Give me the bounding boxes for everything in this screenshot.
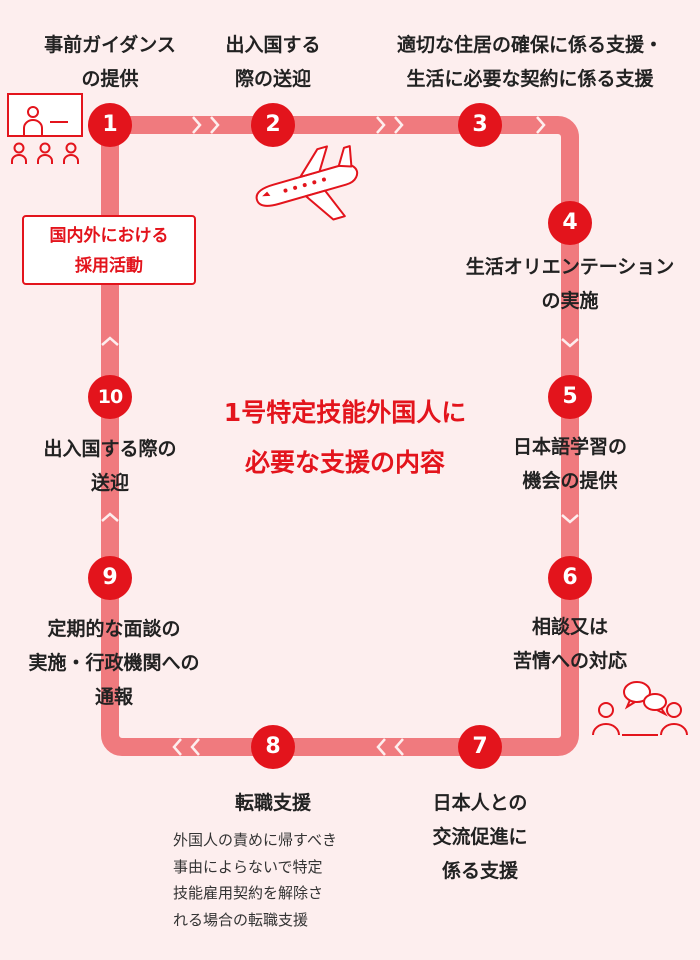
center-title: 1号特定技能外国人に 必要な支援の内容 bbox=[150, 388, 540, 488]
step-8-description: 外国人の責めに帰すべき 事由によらないで特定 技能雇用契約を解除さ れる場合の転… bbox=[173, 827, 337, 933]
recruitment-box: 国内外における 採用活動 bbox=[22, 215, 196, 285]
step-5-line-1: 日本語学習の bbox=[512, 436, 627, 458]
step-10-line-2: 送迎 bbox=[90, 472, 129, 494]
step-5-line-2: 機会の提供 bbox=[522, 470, 618, 492]
step-8-desc-line-3: 技能雇用契約を解除さ bbox=[173, 884, 324, 902]
seminar-icon bbox=[7, 93, 83, 164]
step-7-badge: 7 bbox=[458, 725, 502, 769]
step-2-badge: 2 bbox=[251, 103, 295, 147]
step-3-badge: 3 bbox=[458, 103, 502, 147]
step-7-label: 日本人との 交流促進に 係る支援 bbox=[400, 786, 560, 888]
step-9-line-2: 実施・行政機関への bbox=[28, 652, 200, 674]
step-1-label: 事前ガイダンス の提供 bbox=[10, 28, 210, 96]
chevron-left-icon bbox=[190, 738, 200, 756]
step-8-desc-line-2: 事由によらないで特定 bbox=[173, 857, 323, 876]
chevron-right-icon bbox=[192, 116, 202, 134]
step-9-line-1: 定期的な面談の bbox=[47, 618, 181, 640]
airplane-icon bbox=[255, 145, 359, 221]
step-7-line-2: 交流促進に bbox=[432, 826, 528, 848]
step-6-line-1: 相談又は bbox=[531, 616, 608, 638]
step-6-label: 相談又は 苦情への対応 bbox=[480, 610, 660, 678]
chevron-right-icon bbox=[210, 116, 220, 134]
step-1-line-1: 事前ガイダンス bbox=[44, 34, 176, 56]
chevron-up-icon bbox=[101, 512, 119, 522]
step-3-line-1: 適切な住居の確保に係る支援・ bbox=[396, 34, 663, 56]
recruitment-line-1: 国内外における bbox=[49, 226, 169, 246]
chevron-left-icon bbox=[394, 738, 404, 756]
step-3-label: 適切な住居の確保に係る支援・ 生活に必要な契約に係る支援 bbox=[370, 28, 690, 96]
step-2-label: 出入国する 際の送迎 bbox=[193, 28, 353, 96]
step-9-line-3: 通報 bbox=[94, 686, 133, 708]
step-10-line-1: 出入国する際の bbox=[43, 438, 177, 460]
center-title-line-1: 1号特定技能外国人に bbox=[223, 398, 467, 427]
center-title-line-2: 必要な支援の内容 bbox=[244, 448, 445, 477]
step-8-label: 転職支援 bbox=[213, 786, 333, 820]
step-8-desc-line-1: 外国人の責めに帰すべき bbox=[173, 831, 337, 849]
step-9-label: 定期的な面談の 実施・行政機関への 通報 bbox=[0, 612, 228, 714]
chevron-down-icon bbox=[561, 338, 579, 348]
step-2-line-2: 際の送迎 bbox=[234, 68, 311, 90]
step-4-badge: 4 bbox=[548, 201, 592, 245]
step-5-label: 日本語学習の 機会の提供 bbox=[470, 430, 670, 498]
step-7-line-3: 係る支援 bbox=[441, 860, 518, 882]
step-4-line-2: の実施 bbox=[541, 290, 599, 312]
step-9-badge: 9 bbox=[88, 556, 132, 600]
recruitment-line-2: 採用活動 bbox=[75, 256, 143, 276]
step-6-badge: 6 bbox=[548, 556, 592, 600]
step-8-desc-line-4: れる場合の転職支援 bbox=[173, 910, 309, 929]
step-5-badge: 5 bbox=[548, 375, 592, 419]
chevron-right-icon bbox=[376, 116, 386, 134]
step-1-line-2: の提供 bbox=[81, 68, 139, 90]
step-6-line-2: 苦情への対応 bbox=[512, 650, 627, 672]
chevron-up-icon bbox=[101, 336, 119, 346]
chevron-right-icon bbox=[394, 116, 404, 134]
step-10-label: 出入国する際の 送迎 bbox=[10, 432, 210, 500]
chevron-left-icon bbox=[172, 738, 182, 756]
step-3-line-2: 生活に必要な契約に係る支援 bbox=[406, 68, 654, 90]
step-10-badge: 10 bbox=[88, 375, 132, 419]
step-1-badge: 1 bbox=[88, 103, 132, 147]
step-8-badge: 8 bbox=[251, 725, 295, 769]
chevron-right-icon bbox=[536, 116, 546, 134]
step-4-line-1: 生活オリエンテーション bbox=[465, 256, 675, 278]
consultation-icon bbox=[592, 681, 688, 736]
step-2-line-1: 出入国する bbox=[225, 34, 321, 56]
step-7-line-1: 日本人との bbox=[432, 792, 528, 814]
step-8-line-1: 転職支援 bbox=[234, 792, 311, 814]
step-4-label: 生活オリエンテーション の実施 bbox=[440, 250, 700, 318]
chevron-down-icon bbox=[561, 514, 579, 524]
chevron-left-icon bbox=[376, 738, 386, 756]
